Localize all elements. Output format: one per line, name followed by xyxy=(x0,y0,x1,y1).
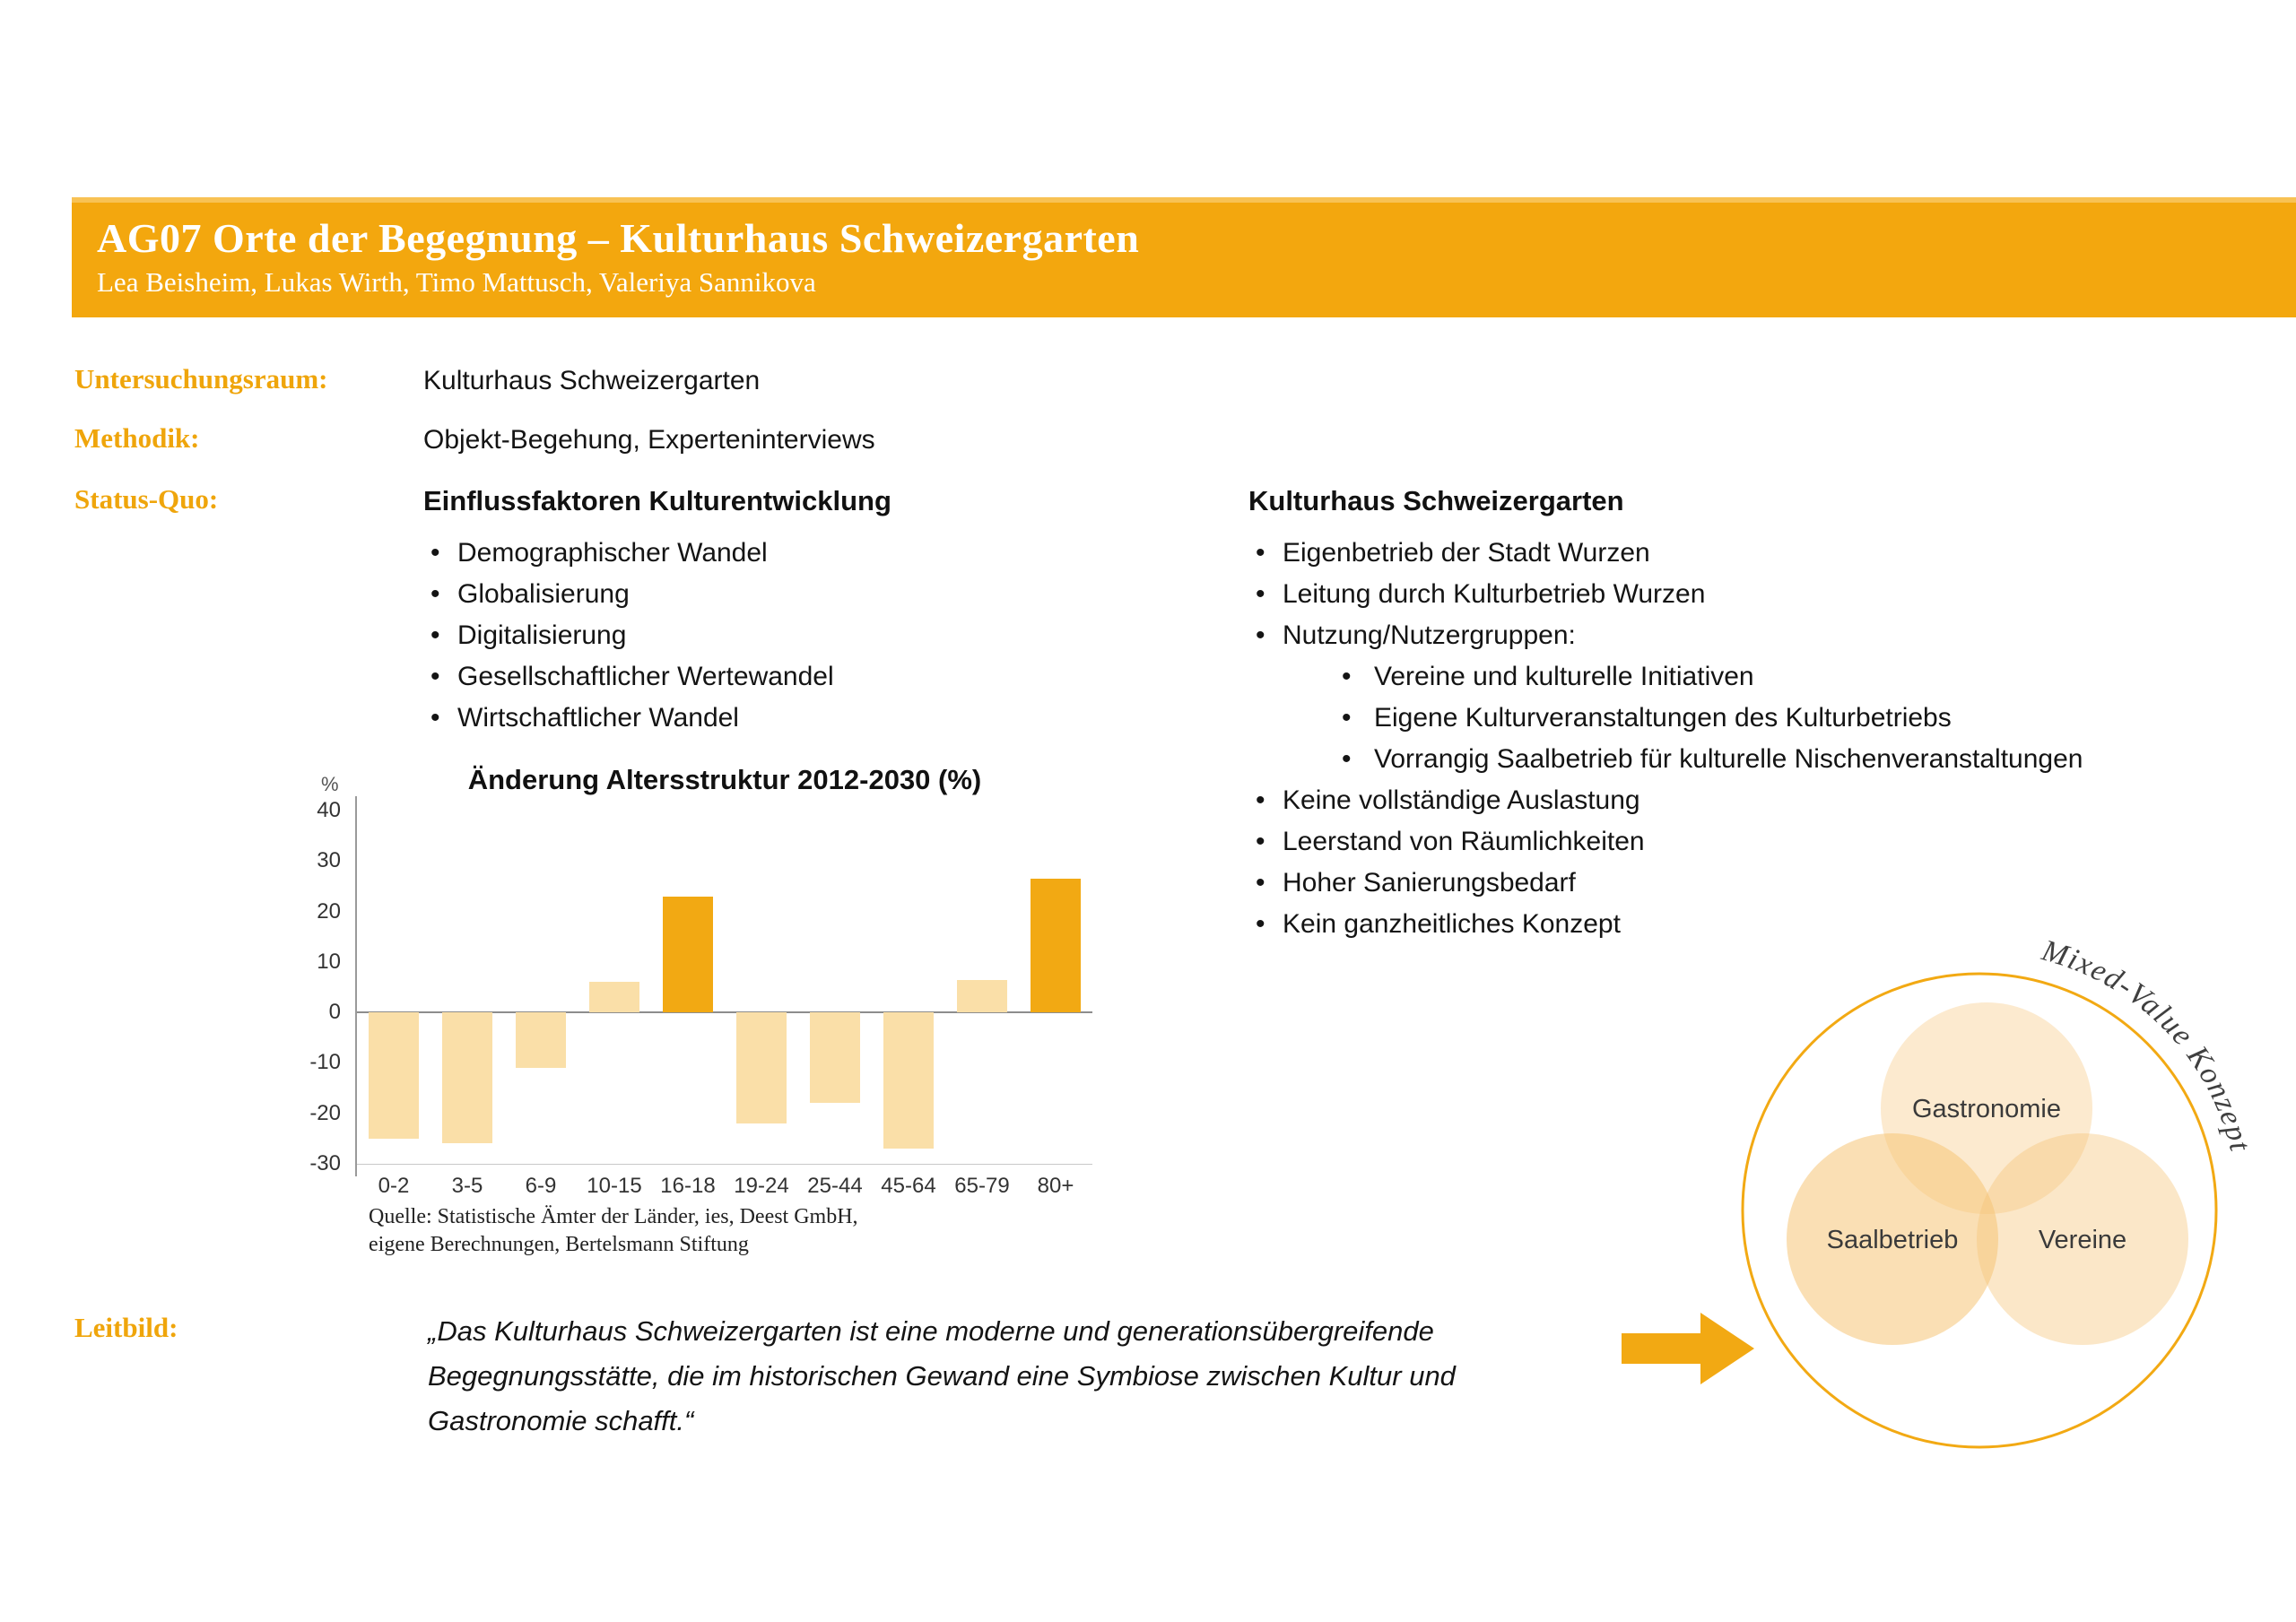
y-tick-label: 10 xyxy=(317,949,341,974)
header-banner: AG07 Orte der Begegnung – Kulturhaus Sch… xyxy=(72,197,2296,317)
label-leitbild: Leitbild: xyxy=(74,1312,178,1343)
chart-bar xyxy=(663,896,713,1013)
y-tick-label: -30 xyxy=(309,1151,341,1175)
y-tick-label: 30 xyxy=(317,848,341,873)
chart-bar xyxy=(442,1012,492,1144)
venn-circle-vereine xyxy=(1977,1133,2188,1345)
y-tick-label: 20 xyxy=(317,898,341,924)
chart-plot xyxy=(357,811,1092,1164)
left-bullets: Demographischer WandelGlobalisierungDigi… xyxy=(423,533,1213,739)
venn-outer-circle xyxy=(1741,972,2218,1449)
x-category-label: 25-44 xyxy=(807,1174,863,1198)
bullet-item: Gesellschaftlicher Wertewandel xyxy=(423,656,1213,698)
bullet-item: Leitung durch Kulturbetrieb Wurzen xyxy=(1248,574,2271,615)
chart-bar xyxy=(516,1012,566,1069)
x-category-label: 45-64 xyxy=(881,1174,936,1198)
sub-bullet-item: Eigene Kulturveranstaltungen des Kulturb… xyxy=(1248,698,2271,739)
slide-authors: Lea Beisheim, Lukas Wirth, Timo Mattusch… xyxy=(97,266,816,298)
bullet-item: Nutzung/Nutzergruppen: xyxy=(1248,615,2271,656)
left-column-heading: Einflussfaktoren Kulturentwicklung xyxy=(423,485,891,516)
x-category-label: 80+ xyxy=(1037,1174,1074,1198)
label-status-quo: Status-Quo: xyxy=(74,483,219,515)
bullet-item: Kein ganzheitliches Konzept xyxy=(1248,904,2271,945)
value-untersuchungsraum: Kulturhaus Schweizergarten xyxy=(423,366,761,395)
x-category-label: 19-24 xyxy=(734,1174,789,1198)
x-category-label: 3-5 xyxy=(451,1174,483,1198)
chart-bar xyxy=(883,1012,934,1149)
y-tick-label: 40 xyxy=(317,798,341,822)
value-methodik: Objekt-Begehung, Experteninterviews xyxy=(423,425,875,455)
y-tick-label: 0 xyxy=(328,1000,341,1025)
chart-y-axis-line xyxy=(355,796,357,1176)
x-category-label: 0-2 xyxy=(378,1174,410,1198)
status-quo-left-column: Einflussfaktoren Kulturentwicklung Demog… xyxy=(423,484,1213,739)
bullet-item: Eigenbetrieb der Stadt Wurzen xyxy=(1248,533,2271,574)
bullet-item: Keine vollständige Auslastung xyxy=(1248,780,2271,821)
chart-source: Quelle: Statistische Ämter der Länder, i… xyxy=(369,1205,858,1256)
chart-bar xyxy=(589,982,639,1013)
leitbild-quote: „Das Kulturhaus Schweizergarten ist eine… xyxy=(428,1315,1456,1436)
venn-label-vereine: Vereine xyxy=(2039,1226,2126,1254)
status-quo-right-column: Kulturhaus Schweizergarten Eigenbetrieb … xyxy=(1248,484,2271,945)
sub-bullet-item: Vereine und kulturelle Initiativen xyxy=(1248,656,2271,698)
right-column-heading: Kulturhaus Schweizergarten xyxy=(1248,485,1624,516)
chart-bar xyxy=(957,979,1007,1013)
bullet-item: Digitalisierung xyxy=(423,615,1213,656)
venn-circle-saalbetrieb xyxy=(1787,1133,1998,1345)
bullet-item: Wirtschaftlicher Wandel xyxy=(423,698,1213,739)
chart-bar xyxy=(369,1012,419,1139)
venn-label-saalbetrieb: Saalbetrieb xyxy=(1827,1226,1959,1254)
x-category-label: 10-15 xyxy=(587,1174,642,1198)
y-tick-label: -10 xyxy=(309,1050,341,1075)
chart-y-ticks: 40 30 20 10 0 -10 -20 -30 xyxy=(296,798,348,1175)
zero-axis-line xyxy=(357,1011,1092,1014)
x-category-label: 65-79 xyxy=(954,1174,1010,1198)
bullet-item: Leerstand von Räumlichkeiten xyxy=(1248,821,2271,863)
bullet-item: Demographischer Wandel xyxy=(423,533,1213,574)
chart-bar xyxy=(736,1012,787,1123)
sub-bullet-item: Vorrangig Saalbetrieb für kulturelle Nis… xyxy=(1248,739,2271,780)
chart-bottom-axis-line xyxy=(357,1164,1092,1165)
mixed-value-venn-diagram: Gastronomie Saalbetrieb Vereine Mixed-Va… xyxy=(1741,933,2256,1449)
chart-bar xyxy=(1031,878,1081,1013)
y-tick-label: -20 xyxy=(309,1100,341,1125)
venn-label-gastronomie: Gastronomie xyxy=(1912,1095,2061,1123)
chart-y-unit: % xyxy=(321,773,339,795)
chart-x-categories: 0-2 3-5 6-9 10-15 16-18 19-24 25-44 45-64 65-79 8… xyxy=(357,1173,1092,1201)
x-category-label: 6-9 xyxy=(525,1174,557,1198)
bullet-item: Globalisierung xyxy=(423,574,1213,615)
label-untersuchungsraum: Untersuchungsraum: xyxy=(74,363,328,395)
x-category-label: 16-18 xyxy=(660,1174,716,1198)
age-structure-chart: % Änderung Altersstruktur 2012-2030 (%) … xyxy=(296,764,1139,1230)
label-methodik: Methodik: xyxy=(74,422,200,454)
bullet-item: Hoher Sanierungsbedarf xyxy=(1248,863,2271,904)
arrow-right-icon xyxy=(1622,1313,1754,1384)
right-bullets: Eigenbetrieb der Stadt WurzenLeitung dur… xyxy=(1248,533,2271,945)
arrow-right-shape xyxy=(1622,1313,1754,1384)
slide-title: AG07 Orte der Begegnung – Kulturhaus Sch… xyxy=(97,215,1140,261)
chart-title: Änderung Altersstruktur 2012-2030 (%) xyxy=(467,764,982,795)
chart-bar xyxy=(810,1012,860,1104)
